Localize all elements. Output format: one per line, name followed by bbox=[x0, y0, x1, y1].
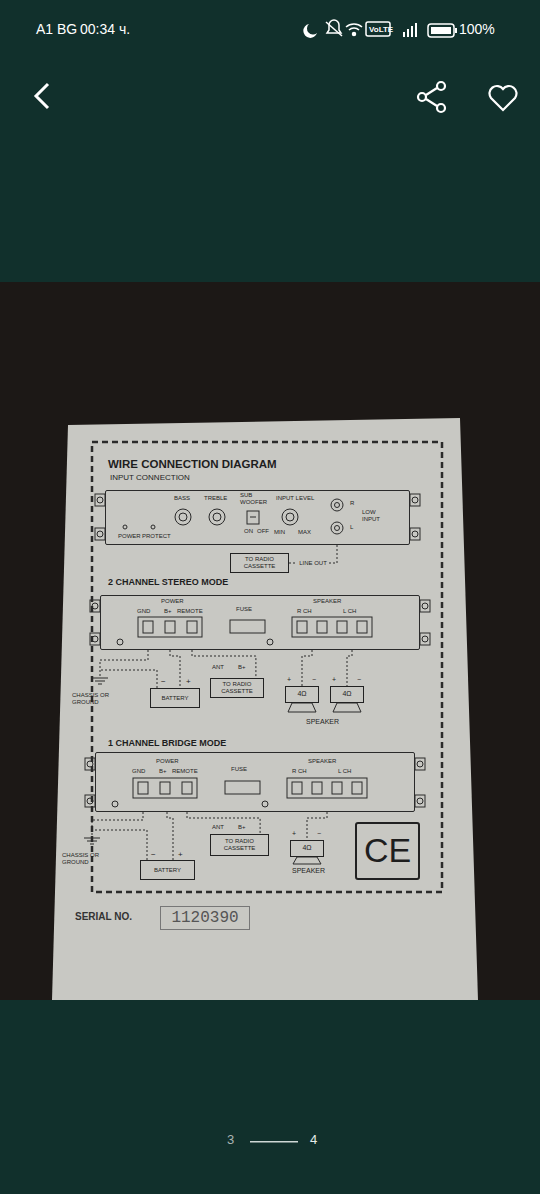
amplifier-panel: POWER GND B+ REMOTE FUSE SPEAKERR CH L CH bbox=[95, 752, 415, 812]
label-text: SERIAL NO. bbox=[75, 911, 132, 923]
label-text: 100% bbox=[459, 21, 495, 37]
box-label: CE bbox=[364, 831, 411, 870]
speaker-symbol: 4Ω bbox=[290, 840, 324, 857]
box-label: 4Ω bbox=[302, 844, 311, 852]
panel-label: OFF bbox=[257, 528, 269, 535]
label-text: 1 CHANNEL BRIDGE MODE bbox=[108, 738, 226, 748]
speaker-symbol: 4Ω bbox=[330, 686, 364, 703]
panel-label: BASS bbox=[174, 495, 190, 502]
connection-box: TO RADIO CASSETTE bbox=[230, 553, 289, 573]
panel-label: INPUT LEVEL bbox=[276, 495, 314, 502]
wire-connector bbox=[187, 812, 260, 834]
wire-connector bbox=[167, 812, 173, 860]
diagram-title: WIRE CONNECTION DIAGRAM bbox=[108, 458, 277, 471]
wire-connector bbox=[347, 650, 352, 686]
input-panel: BASS TREBLE SUB WOOFER ON OFF INPUT LEVEL MIN M… bbox=[105, 490, 410, 545]
panel-label: MAX bbox=[298, 529, 311, 536]
label-text: + bbox=[186, 677, 191, 686]
wire-connector bbox=[302, 650, 312, 686]
label-text: SPEAKER bbox=[306, 718, 339, 726]
panel-label: TREBLE bbox=[204, 495, 227, 502]
panel-label: B+ bbox=[159, 768, 167, 775]
box-label: 4Ω bbox=[342, 690, 351, 698]
label-text: 4 bbox=[310, 1133, 317, 1148]
panel-label: FUSE bbox=[236, 606, 252, 613]
label-text: − bbox=[312, 676, 316, 684]
panel-label: ON bbox=[244, 528, 253, 535]
label-text: − bbox=[161, 677, 166, 686]
panel-label: GND bbox=[137, 608, 150, 615]
panel-label: REMOTE bbox=[177, 608, 203, 615]
label-text: ANT bbox=[212, 824, 224, 831]
label-text: B+ bbox=[238, 824, 246, 831]
wire-label: LINE OUT bbox=[297, 560, 329, 567]
panel-label: L CH bbox=[343, 608, 356, 615]
wire-connector bbox=[192, 650, 256, 678]
panel-label: R bbox=[350, 500, 354, 507]
label-text: SPEAKER bbox=[292, 867, 325, 875]
wire-connector bbox=[307, 812, 327, 840]
panel-label: MIN bbox=[274, 529, 285, 536]
label-text: VoLTE bbox=[369, 25, 393, 34]
panel-label: SUB WOOFER bbox=[240, 492, 270, 506]
label-text: − bbox=[357, 676, 361, 684]
panel-label: L bbox=[350, 524, 353, 531]
box-label: BATTERY bbox=[161, 695, 188, 702]
panel-label: R CH bbox=[292, 768, 307, 775]
panel-label: SPEAKER bbox=[313, 598, 341, 605]
label-text: + bbox=[292, 830, 296, 838]
panel-label: POWER bbox=[161, 598, 184, 605]
panel-label: PROTECT bbox=[142, 533, 171, 540]
speaker-symbol: 4Ω bbox=[285, 686, 319, 703]
box-label: 4Ω bbox=[297, 690, 306, 698]
label-text: 2 CHANNEL STEREO MODE bbox=[108, 577, 228, 587]
label-text: CHASSIS OR GROUND bbox=[62, 852, 117, 866]
label-text: 3 bbox=[227, 1133, 234, 1148]
label-text: INPUT CONNECTION bbox=[110, 473, 190, 482]
box-label: BATTERY bbox=[154, 867, 181, 874]
panel-label: POWER bbox=[118, 533, 141, 540]
connection-box: BATTERY bbox=[150, 688, 200, 708]
panel-label: LOW INPUT bbox=[362, 509, 390, 523]
panel-label: REMOTE bbox=[172, 768, 198, 775]
label-text: + bbox=[332, 676, 336, 684]
amplifier-panel: POWER GND B+ REMOTE FUSE SPEAKERR CH L CH bbox=[100, 595, 420, 650]
label-text: A1 BG bbox=[36, 21, 77, 37]
label-text: CHASSIS OR GROUND bbox=[72, 692, 127, 706]
ce-mark: CE bbox=[355, 822, 420, 880]
panel-label: SPEAKER bbox=[308, 758, 336, 765]
connection-box: TO RADIO CASSETTE bbox=[210, 834, 269, 856]
panel-label: B+ bbox=[164, 608, 172, 615]
box-label: TO RADIO CASSETTE bbox=[211, 838, 268, 852]
serial-plate: 1120390 bbox=[160, 906, 250, 930]
label-text: + bbox=[178, 850, 183, 859]
wire-connector bbox=[170, 650, 180, 688]
box-label: 1120390 bbox=[171, 909, 238, 927]
panel-label: L CH bbox=[338, 768, 351, 775]
connection-box: TO RADIO CASSETTE bbox=[210, 678, 264, 698]
label-text: − bbox=[317, 830, 321, 838]
label-text: ANT bbox=[212, 664, 224, 671]
label-text: − bbox=[151, 850, 156, 859]
box-label: TO RADIO CASSETTE bbox=[231, 556, 288, 570]
panel-label: POWER bbox=[156, 758, 179, 765]
box-label: TO RADIO CASSETTE bbox=[211, 681, 263, 695]
panel-label: GND bbox=[132, 768, 145, 775]
label-text: 00:34 ч. bbox=[80, 21, 130, 37]
label-text: B+ bbox=[238, 664, 246, 671]
connection-box: BATTERY bbox=[140, 860, 195, 880]
panel-label: R CH bbox=[297, 608, 312, 615]
panel-label: FUSE bbox=[231, 766, 247, 773]
label-text: + bbox=[287, 676, 291, 684]
